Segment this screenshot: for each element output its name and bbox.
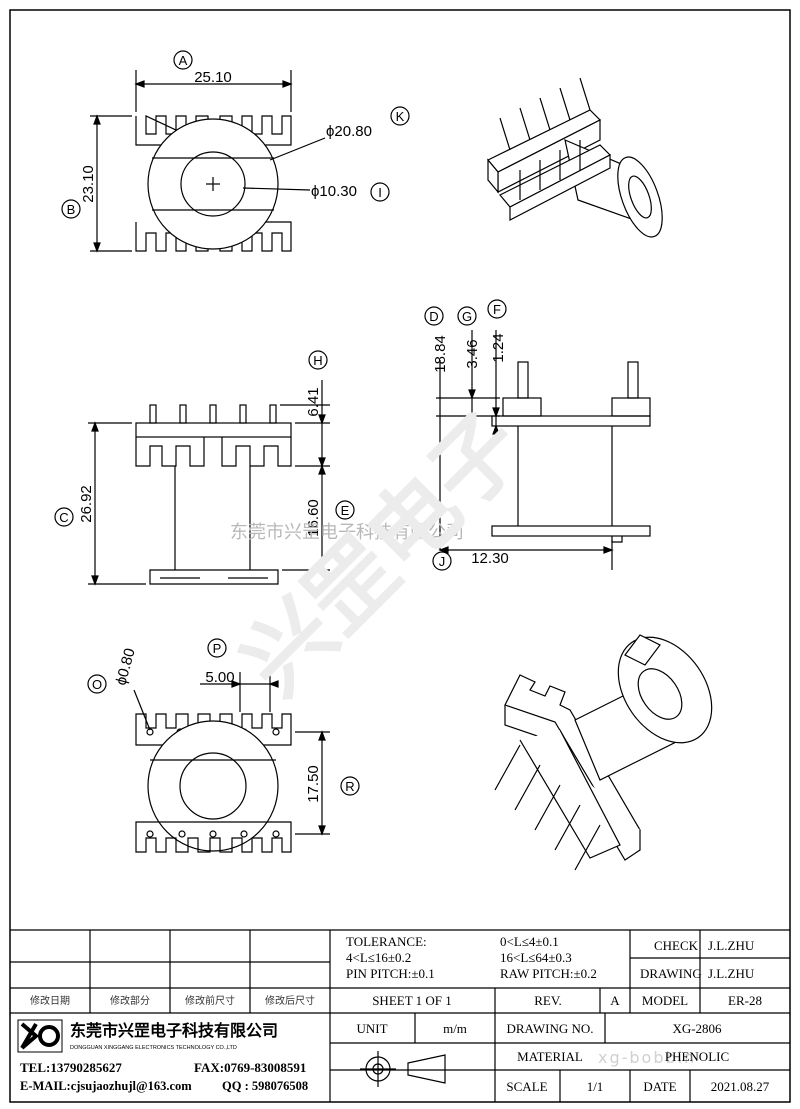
dim-front-total-height: 26.92 <box>78 485 95 523</box>
rev-value: A <box>610 993 620 1008</box>
dim-side-width: 12.30 <box>471 550 509 567</box>
label-b: B <box>67 202 76 217</box>
drawing-no-label: DRAWING NO. <box>506 1021 593 1036</box>
label-o: O <box>92 677 102 692</box>
rev-label: REV. <box>534 993 562 1008</box>
watermark-text: 东莞市兴罡电子科技有限公司 <box>230 522 464 543</box>
dim-pin-pitch: 5.00 <box>205 669 234 686</box>
isometric-view-top <box>487 77 663 238</box>
model-value: ER-28 <box>728 993 762 1008</box>
material-value: PHENOLIC <box>665 1049 729 1064</box>
label-e: E <box>341 503 350 518</box>
dim-top-height: 23.10 <box>80 165 97 203</box>
company-email: E-MAIL:cjsujaozhujl@163.com <box>20 1079 192 1093</box>
sheet-number: SHEET 1 OF 1 <box>372 993 452 1008</box>
company-qq: QQ : 598076508 <box>222 1079 308 1093</box>
drawing-border <box>9 9 791 1103</box>
rev-header-date: 修改日期 <box>30 994 70 1007</box>
dim-side-flange: 3.46 <box>464 339 481 368</box>
tolerance-range-3: 16<L≤64±0.3 <box>500 950 572 965</box>
check-label: CHECK <box>654 938 699 953</box>
dim-pin-diameter: ϕ0.80 <box>113 646 139 687</box>
label-p: P <box>213 641 222 656</box>
title-block <box>10 929 790 1102</box>
tolerance-range-2: 4<L≤16±0.2 <box>346 950 411 965</box>
model-label: MODEL <box>642 993 688 1008</box>
dim-body-height: 16.60 <box>305 499 322 537</box>
side-view <box>424 299 651 571</box>
top-view <box>61 50 410 253</box>
company-tel: TEL:13790285627 <box>20 1060 122 1075</box>
isometric-view-bottom <box>494 634 713 871</box>
dim-top-width: 25.10 <box>194 69 232 86</box>
bottom-view <box>87 638 360 853</box>
front-view <box>54 350 355 586</box>
check-value: J.L.ZHU <box>708 938 755 953</box>
date-value: 2021.08.27 <box>711 1079 770 1094</box>
drawing-value: J.L.ZHU <box>708 966 755 981</box>
watermark-url: xg-bobbin <box>598 1048 696 1067</box>
rev-header-before: 修改前尺寸 <box>185 994 235 1007</box>
rev-header-part: 修改部分 <box>110 994 150 1007</box>
company-logo <box>17 1019 63 1053</box>
drawing-label: DRAWING <box>640 966 702 981</box>
drawing-no-value: XG-2806 <box>672 1021 722 1036</box>
company-name-cn: 东莞市兴罡电子科技有限公司 <box>70 1021 278 1040</box>
unit-value: m/m <box>443 1021 467 1036</box>
dim-bottom-span: 17.50 <box>305 765 322 803</box>
raw-pitch-tolerance: RAW PITCH:±0.2 <box>500 966 597 981</box>
rev-header-after: 修改后尺寸 <box>265 994 315 1007</box>
dim-pin-height: 6.41 <box>305 387 322 416</box>
unit-label: UNIT <box>356 1021 387 1036</box>
label-r: R <box>345 779 354 794</box>
company-fax: FAX:0769-83008591 <box>194 1060 306 1075</box>
label-c: C <box>59 510 68 525</box>
label-k: K <box>396 109 405 124</box>
label-i: I <box>378 185 382 200</box>
dim-inner-diameter: ϕ10.30 <box>311 183 357 200</box>
scale-label: SCALE <box>506 1079 547 1094</box>
pin-pitch-tolerance: PIN PITCH:±0.1 <box>346 966 435 981</box>
label-h: H <box>313 353 322 368</box>
date-label: DATE <box>643 1079 676 1094</box>
dim-outer-diameter: ϕ20.80 <box>326 123 372 140</box>
material-label: MATERIAL <box>517 1049 583 1064</box>
label-g: G <box>462 309 472 324</box>
scale-value: 1/1 <box>587 1079 604 1094</box>
dim-side-overall: 18.84 <box>432 335 449 373</box>
dim-side-step: 1.24 <box>490 333 507 362</box>
label-j: J <box>439 554 446 569</box>
label-a: A <box>179 53 188 68</box>
label-f: F <box>493 302 501 317</box>
company-name-en: DONGGUAN XINGGANG ELECTRONICS TECHNOLOGY… <box>70 1045 237 1051</box>
tolerance-range-1: 0<L≤4±0.1 <box>500 934 559 949</box>
tolerance-label: TOLERANCE: <box>346 934 427 949</box>
label-d: D <box>429 309 438 324</box>
